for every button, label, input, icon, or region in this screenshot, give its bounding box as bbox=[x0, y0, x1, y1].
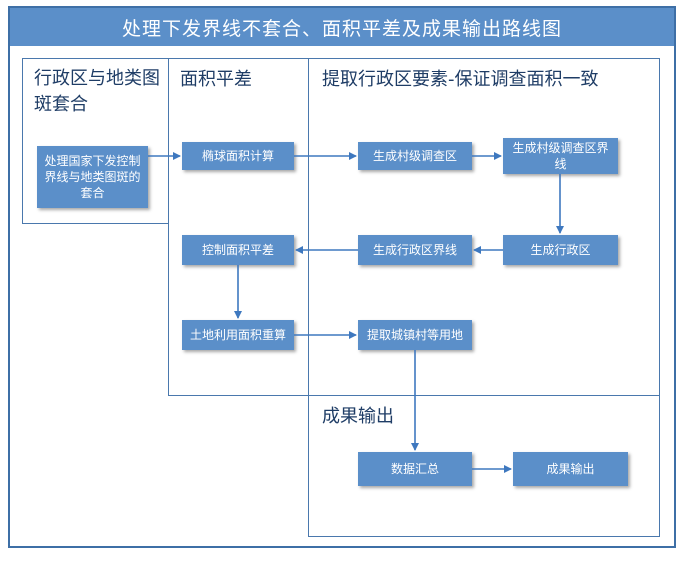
node-result-output: 成果输出 bbox=[513, 452, 628, 486]
node-area-adjustment: 控制面积平差 bbox=[182, 235, 294, 265]
panel-output-title: 成果输出 bbox=[322, 406, 394, 427]
node-village-survey-boundary: 生成村级调查区界线 bbox=[503, 138, 618, 174]
node-admin-boundary: 生成行政区界线 bbox=[358, 235, 472, 265]
node-extract-urban: 提取城镇村等用地 bbox=[358, 320, 472, 350]
node-data-summary: 数据汇总 bbox=[358, 452, 472, 486]
node-village-survey-area: 生成村级调查区 bbox=[358, 142, 472, 170]
node-admin-area: 生成行政区 bbox=[503, 235, 618, 265]
node-overlay-processing: 处理国家下发控制界线与地类图斑的套合 bbox=[37, 146, 148, 208]
panel-extract-title: 提取行政区要素-保证调查面积一致 bbox=[322, 69, 599, 90]
panel-overlay-title: 行政区与地类图斑套合 bbox=[34, 68, 160, 115]
panel-adjust-title: 面积平差 bbox=[180, 69, 252, 90]
node-ellipsoid-area: 椭球面积计算 bbox=[182, 142, 294, 170]
diagram-title: 处理下发界线不套合、面积平差及成果输出路线图 bbox=[10, 8, 674, 46]
node-landuse-recalc: 土地利用面积重算 bbox=[182, 320, 294, 350]
